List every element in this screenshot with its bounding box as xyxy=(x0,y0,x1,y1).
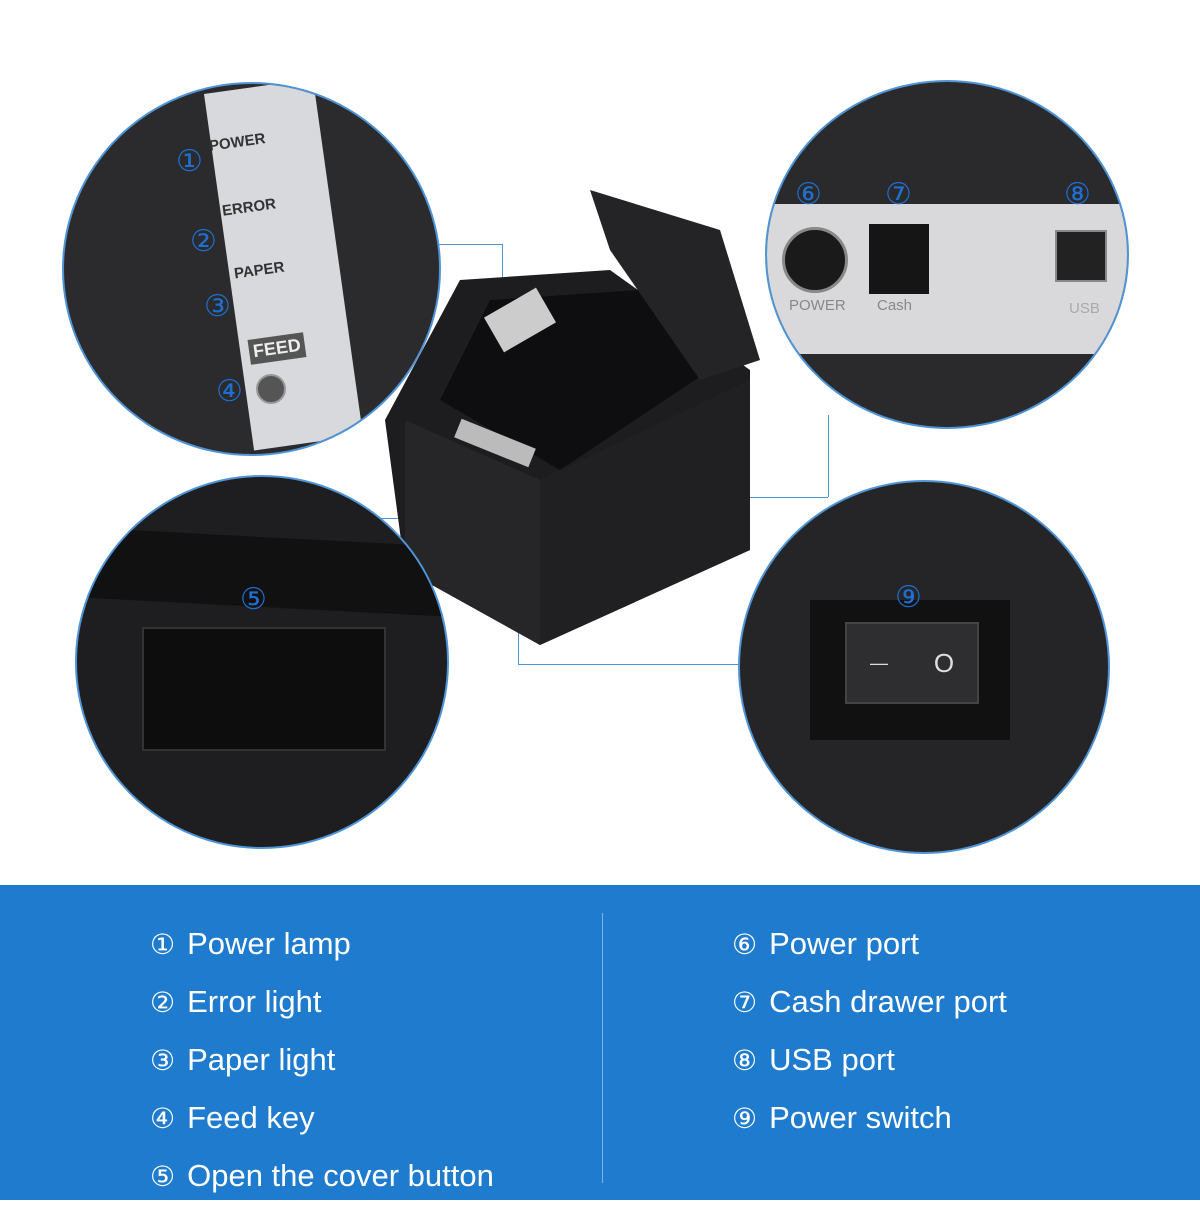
switch-on-mark: — xyxy=(869,652,888,673)
switch-off-mark: O xyxy=(933,647,955,678)
marker-8: ⑧ xyxy=(1064,177,1091,212)
usb-port-label: USB xyxy=(1069,300,1100,317)
cash-port-icon xyxy=(869,224,929,294)
rear-ports-closeup: POWER Cash USB ⑥ ⑦ ⑧ xyxy=(765,80,1129,429)
marker-9: ⑨ xyxy=(895,580,922,615)
usb-port-icon xyxy=(1055,230,1107,282)
power-switch-closeup: — O ⑨ xyxy=(738,480,1110,854)
cover-button-closeup: ⑤ xyxy=(75,475,449,849)
printer-image xyxy=(385,190,760,645)
indicator-panel-closeup: POWER ERROR PAPER FEED ① ② ③ ④ xyxy=(62,82,441,456)
marker-4: ④ xyxy=(216,374,243,409)
connector-line xyxy=(430,244,502,245)
marker-2: ② xyxy=(190,224,217,259)
connector-line xyxy=(828,415,829,497)
connector-line xyxy=(732,497,828,498)
power-switch[interactable]: — O xyxy=(845,622,979,704)
cash-port-label: Cash xyxy=(877,297,913,314)
marker-3: ③ xyxy=(204,289,231,324)
marker-6: ⑥ xyxy=(795,177,822,212)
connector-line xyxy=(518,664,740,665)
marker-5: ⑤ xyxy=(240,582,267,617)
marker-1: ① xyxy=(176,144,203,179)
marker-7: ⑦ xyxy=(885,177,912,212)
power-port-label: POWER xyxy=(789,297,846,314)
feed-key-icon[interactable] xyxy=(256,374,286,404)
power-port-icon xyxy=(782,227,848,293)
